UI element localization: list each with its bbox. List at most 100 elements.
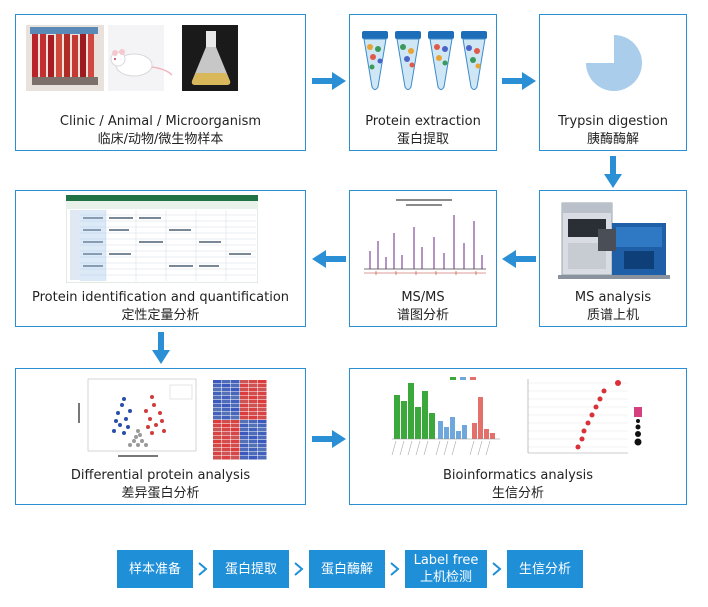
bioinformatics-caption: Bioinformatics analysis 生信分析 bbox=[350, 467, 686, 503]
heatmap-cell bbox=[240, 404, 249, 408]
heatmap-cell bbox=[222, 444, 231, 448]
sample-title-zh: 临床/动物/微生物样本 bbox=[97, 132, 224, 147]
step-label: Label free bbox=[413, 553, 479, 568]
heatmap-cell bbox=[231, 412, 240, 416]
flask-photo bbox=[191, 31, 231, 85]
heatmap-cell bbox=[222, 456, 231, 460]
heatmap-cell bbox=[258, 404, 267, 408]
heatmap-cell bbox=[249, 408, 258, 412]
differential-caption: Differential protein analysis 差异蛋白分析 bbox=[16, 467, 305, 503]
heatmap-cell bbox=[249, 388, 258, 392]
heatmap-cell bbox=[258, 428, 267, 432]
heatmap-cell bbox=[222, 408, 231, 412]
heatmap-cell bbox=[222, 384, 231, 388]
heatmap-cell bbox=[213, 448, 222, 452]
step-sample-prep: 样本准备 bbox=[117, 550, 193, 588]
heatmap-cell bbox=[231, 392, 240, 396]
heatmap-cell bbox=[240, 400, 249, 404]
step-label: 生信分析 bbox=[518, 561, 571, 577]
tube-1 bbox=[362, 31, 388, 90]
arrow-right-3 bbox=[312, 430, 346, 448]
heatmap-cell bbox=[240, 432, 249, 436]
digestion-caption: Trypsin digestion 胰酶酶解 bbox=[540, 113, 686, 149]
heatmap-cell bbox=[213, 396, 222, 400]
arrow-down-2 bbox=[152, 332, 170, 364]
heatmap-cell bbox=[222, 380, 231, 384]
heatmap-cell bbox=[222, 428, 231, 432]
step-bioinformatics: 生信分析 bbox=[507, 550, 583, 588]
heatmap-cell bbox=[231, 440, 240, 444]
heatmap-cell bbox=[231, 396, 240, 400]
heatmap-cell bbox=[222, 424, 231, 428]
extraction-caption: Protein extraction 蛋白提取 bbox=[350, 113, 496, 149]
msms-caption: MS/MS 谱图分析 bbox=[350, 289, 496, 325]
heatmap-cell bbox=[213, 404, 222, 408]
arrow-left-1 bbox=[312, 250, 346, 268]
heatmap-cell bbox=[249, 404, 258, 408]
bioinformatics-title-en: Bioinformatics analysis bbox=[442, 468, 593, 483]
heatmap-cell bbox=[240, 420, 249, 424]
heatmap-cell bbox=[222, 448, 231, 452]
digestion-pie bbox=[586, 35, 642, 91]
heatmap-cell bbox=[240, 412, 249, 416]
heatmap-cell bbox=[249, 384, 258, 388]
differential-title-en: Differential protein analysis bbox=[70, 468, 251, 483]
pie-slice bbox=[586, 35, 642, 91]
step-label: 蛋白酶解 bbox=[320, 561, 373, 577]
ms-analysis-title-en: MS analysis bbox=[574, 290, 652, 305]
heatmap-cell bbox=[240, 396, 249, 400]
box-msms: MS/MS 谱图分析 bbox=[349, 190, 497, 327]
mass-spectrometer bbox=[558, 202, 670, 279]
heatmap-cell bbox=[249, 428, 258, 432]
heatmap-cell bbox=[258, 412, 267, 416]
heatmap-cell bbox=[249, 420, 258, 424]
heatmap-cell bbox=[231, 408, 240, 412]
heatmap-cell bbox=[249, 416, 258, 420]
digestion-title-zh: 胰酶酶解 bbox=[586, 132, 639, 147]
extraction-tubes bbox=[362, 31, 487, 90]
heatmap-cell bbox=[249, 400, 258, 404]
heatmap-cell bbox=[222, 420, 231, 424]
box-digestion: Trypsin digestion 胰酶酶解 bbox=[539, 14, 687, 151]
heatmap-cell bbox=[222, 388, 231, 392]
heatmap-cell bbox=[222, 452, 231, 456]
heatmap-cell bbox=[240, 444, 249, 448]
heatmap-cell bbox=[258, 456, 267, 460]
heatmap-cell bbox=[231, 424, 240, 428]
heatmap-cell bbox=[249, 452, 258, 456]
heatmap-cell bbox=[213, 432, 222, 436]
step-label-free: Label free 上机检测 bbox=[405, 550, 487, 588]
heatmap-cell bbox=[213, 444, 222, 448]
heatmap-cell bbox=[213, 412, 222, 416]
arrow-down-1 bbox=[604, 156, 622, 188]
heatmap-cell bbox=[240, 436, 249, 440]
extraction-title-zh: 蛋白提取 bbox=[396, 132, 449, 147]
heatmap-cell bbox=[231, 420, 240, 424]
box-bioinformatics: Bioinformatics analysis 生信分析 bbox=[349, 368, 687, 505]
heatmap-cell bbox=[258, 444, 267, 448]
heatmap-cell bbox=[240, 380, 249, 384]
heatmap-cell bbox=[258, 452, 267, 456]
heatmap-cell bbox=[240, 440, 249, 444]
mouse-photo bbox=[110, 49, 173, 77]
heatmap-cell bbox=[231, 456, 240, 460]
heatmap-cell bbox=[213, 416, 222, 420]
heatmap-cell bbox=[258, 408, 267, 412]
heatmap-cell bbox=[258, 400, 267, 404]
heatmap-cell bbox=[258, 388, 267, 392]
heatmap-cell bbox=[249, 432, 258, 436]
heatmap-cell bbox=[213, 408, 222, 412]
heatmap-cell bbox=[231, 384, 240, 388]
box-differential: Differential protein analysis 差异蛋白分析 bbox=[15, 368, 306, 505]
heatmap-cell bbox=[222, 400, 231, 404]
heatmap-cell bbox=[249, 396, 258, 400]
heatmap-cell bbox=[240, 384, 249, 388]
msms-title-en: MS/MS bbox=[401, 290, 445, 305]
tube-3 bbox=[428, 31, 454, 90]
heatmap-cell bbox=[249, 444, 258, 448]
heatmap-cell bbox=[240, 428, 249, 432]
go-bar-chart bbox=[391, 377, 500, 456]
tube-4 bbox=[461, 31, 487, 90]
heatmap-cell bbox=[222, 432, 231, 436]
heatmap-cell bbox=[258, 384, 267, 388]
